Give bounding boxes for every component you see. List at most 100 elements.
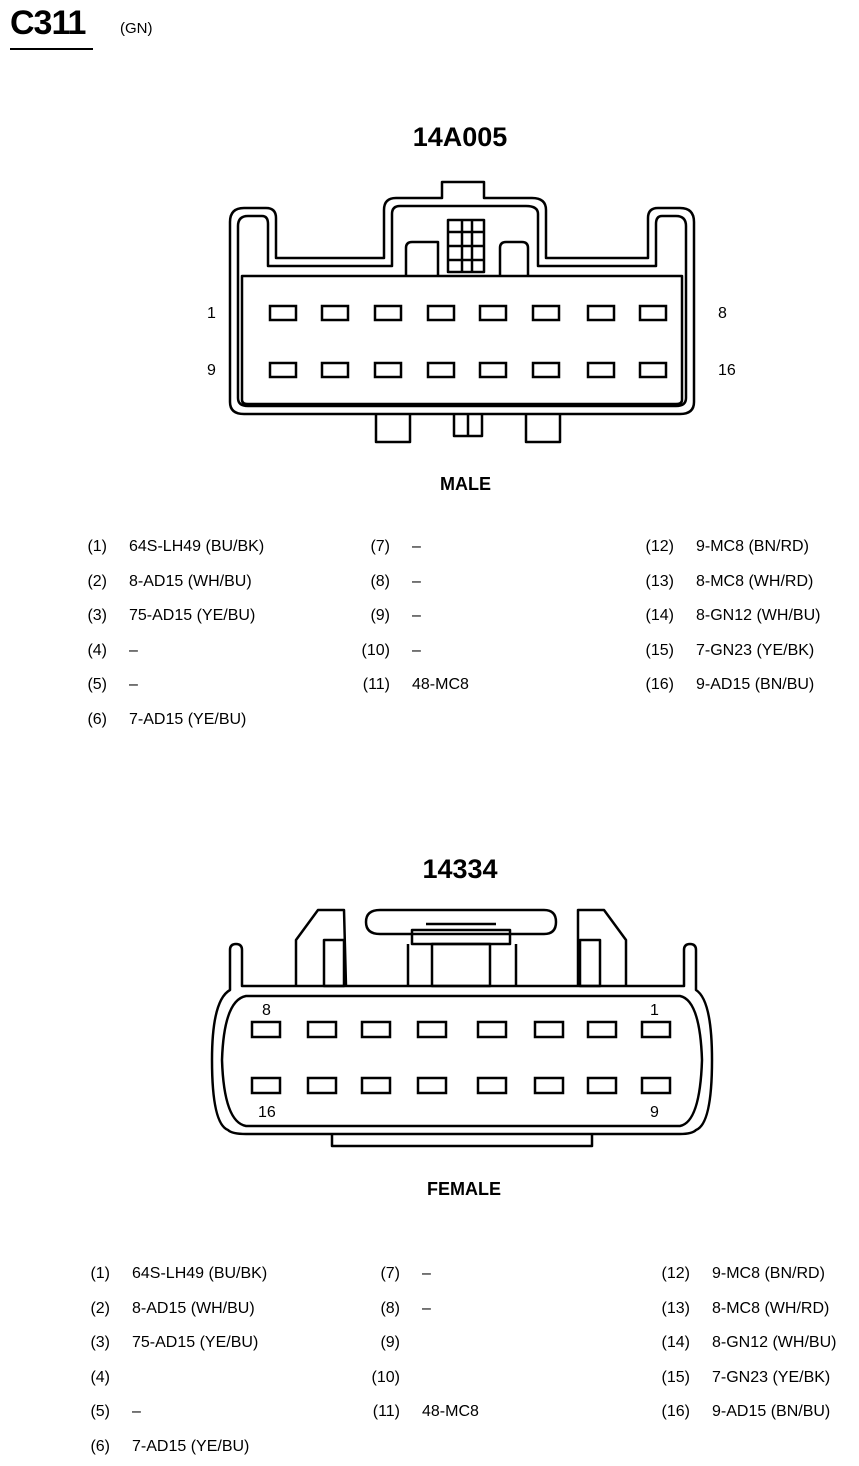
male-pin-circuit: 7-GN23 (YE/BK) — [696, 641, 815, 659]
female-pin-cavity — [586, 1076, 618, 1095]
male-pin-cavity — [373, 361, 403, 379]
female-pin-number: (8) — [380, 1299, 400, 1317]
male-pin-number: (2) — [87, 572, 107, 590]
male-pin-field — [240, 274, 684, 406]
female-shell-outer — [210, 942, 714, 1136]
female-pin-number: (5) — [90, 1403, 110, 1420]
female-pin-circuit: 7-AD15 (YE/BU) — [132, 1437, 250, 1455]
male-pin-cavity — [320, 304, 350, 322]
female-pin-label-8: 8 — [262, 1002, 271, 1019]
male-pin-circuit: 75-AD15 (YE/BU) — [129, 607, 256, 624]
male-pin-cavity — [638, 304, 668, 322]
female-latch-left — [294, 908, 348, 987]
male-pin-number: (10) — [361, 641, 390, 659]
male-pin-cavity — [268, 304, 298, 322]
female-pin-circuit: 9-MC8 (BN/RD) — [712, 1265, 825, 1282]
female-pin-circuit: 8-AD15 (WH/BU) — [132, 1299, 255, 1317]
male-pin-number: (14) — [645, 607, 674, 624]
female-pin-number: (14) — [661, 1334, 690, 1351]
male-shell-outer — [228, 180, 696, 416]
female-latch-right — [576, 908, 628, 986]
male-tab-center — [452, 414, 484, 438]
female-pin-circuit: 8-MC8 (WH/RD) — [712, 1299, 830, 1317]
female-pin-cavity — [533, 1076, 565, 1095]
male-pin-circuit: 64S-LH49 (BU/BK) — [129, 538, 265, 555]
male-pin-circuit: – — [129, 641, 138, 659]
male-tab-left — [374, 414, 412, 444]
female-pin-circuit: 48-MC8 — [422, 1403, 479, 1420]
female-pin-circuit: – — [132, 1403, 141, 1420]
female-pin-label-1: 1 — [650, 1002, 659, 1019]
female-pin-cavity — [250, 1020, 282, 1039]
male-pin-number: (8) — [370, 572, 390, 590]
female-shell-inner — [220, 994, 704, 1128]
male-pin-cavity — [478, 361, 508, 379]
female-pin-cavity — [640, 1020, 672, 1039]
female-pin-circuit: – — [422, 1299, 431, 1317]
female-pin-number: (16) — [661, 1403, 690, 1420]
male-pin-cavity — [586, 361, 616, 379]
female-pin-cavity — [360, 1020, 392, 1039]
male-pin-circuit: – — [412, 572, 421, 590]
male-pin-cavity — [638, 361, 668, 379]
male-pin-number: (1) — [87, 538, 107, 555]
male-pin-number: (4) — [87, 641, 107, 659]
male-pin-label-16: 16 — [718, 362, 736, 379]
male-pin-number: (5) — [87, 676, 107, 693]
female-pin-cavity — [640, 1076, 672, 1095]
male-pin-circuit: 9-AD15 (BN/BU) — [696, 676, 815, 693]
female-pin-cavity — [360, 1076, 392, 1095]
male-pin-cavity — [478, 304, 508, 322]
female-pin-cavity — [416, 1020, 448, 1039]
female-pin-label-9: 9 — [650, 1104, 659, 1121]
male-pin-circuit: – — [412, 607, 421, 624]
female-pin-number: (13) — [661, 1299, 690, 1317]
female-pin-cavity — [306, 1020, 338, 1039]
female-pin-circuit: 7-GN23 (YE/BK) — [712, 1368, 831, 1386]
female-pin-number: (9) — [380, 1334, 400, 1351]
female-gender-label: FEMALE — [427, 1179, 501, 1199]
male-part-number: 14A005 — [412, 122, 508, 152]
male-pin-number: (16) — [645, 676, 674, 693]
female-pin-number: (3) — [90, 1334, 110, 1351]
female-pin-label-16: 16 — [258, 1104, 276, 1121]
male-pin-circuit: 7-AD15 (YE/BU) — [129, 710, 247, 728]
female-pin-circuit: 64S-LH49 (BU/BK) — [132, 1265, 268, 1282]
female-pin-number: (10) — [371, 1368, 400, 1386]
female-pin-number: (11) — [372, 1403, 400, 1420]
female-pin-cavity — [306, 1076, 338, 1095]
male-pin-circuit: 8-MC8 (WH/RD) — [696, 572, 814, 590]
female-pin-circuit: – — [422, 1265, 431, 1282]
female-pin-circuit: 75-AD15 (YE/BU) — [132, 1334, 259, 1351]
male-pin-cavity — [320, 361, 350, 379]
female-pin-cavity — [586, 1020, 618, 1039]
female-lock-bar — [364, 908, 558, 936]
male-pin-circuit: 8-AD15 (WH/BU) — [129, 572, 252, 590]
male-pin-number: (15) — [645, 641, 674, 659]
male-connector-diagram — [228, 180, 696, 444]
female-pin-circuit: 9-AD15 (BN/BU) — [712, 1403, 831, 1420]
male-pin-label-1: 1 — [207, 305, 216, 322]
female-part-number: 14334 — [422, 854, 498, 884]
title-underline — [10, 48, 93, 50]
male-pin-cavity — [426, 304, 456, 322]
female-pin-number: (12) — [661, 1265, 690, 1282]
connector-color: (GN) — [120, 20, 153, 37]
female-bottom-rail — [330, 1134, 594, 1148]
female-pin-cavity — [533, 1020, 565, 1039]
male-pin-label-9: 9 — [207, 362, 216, 379]
male-pin-label-8: 8 — [718, 305, 727, 322]
male-pin-cavity — [373, 304, 403, 322]
male-pin-circuit: 8-GN12 (WH/BU) — [696, 607, 821, 624]
female-pin-number: (15) — [661, 1368, 690, 1386]
male-pin-cavity — [531, 304, 561, 322]
female-pin-number: (1) — [90, 1265, 110, 1282]
female-pin-cavity — [250, 1076, 282, 1095]
male-pin-number: (11) — [362, 676, 390, 693]
female-pin-number: (7) — [380, 1265, 400, 1282]
male-tab-right — [524, 414, 562, 444]
female-pin-number: (2) — [90, 1299, 110, 1317]
female-pin-cavity — [476, 1076, 508, 1095]
male-pin-circuit: – — [412, 538, 421, 555]
male-pin-cavity — [426, 361, 456, 379]
